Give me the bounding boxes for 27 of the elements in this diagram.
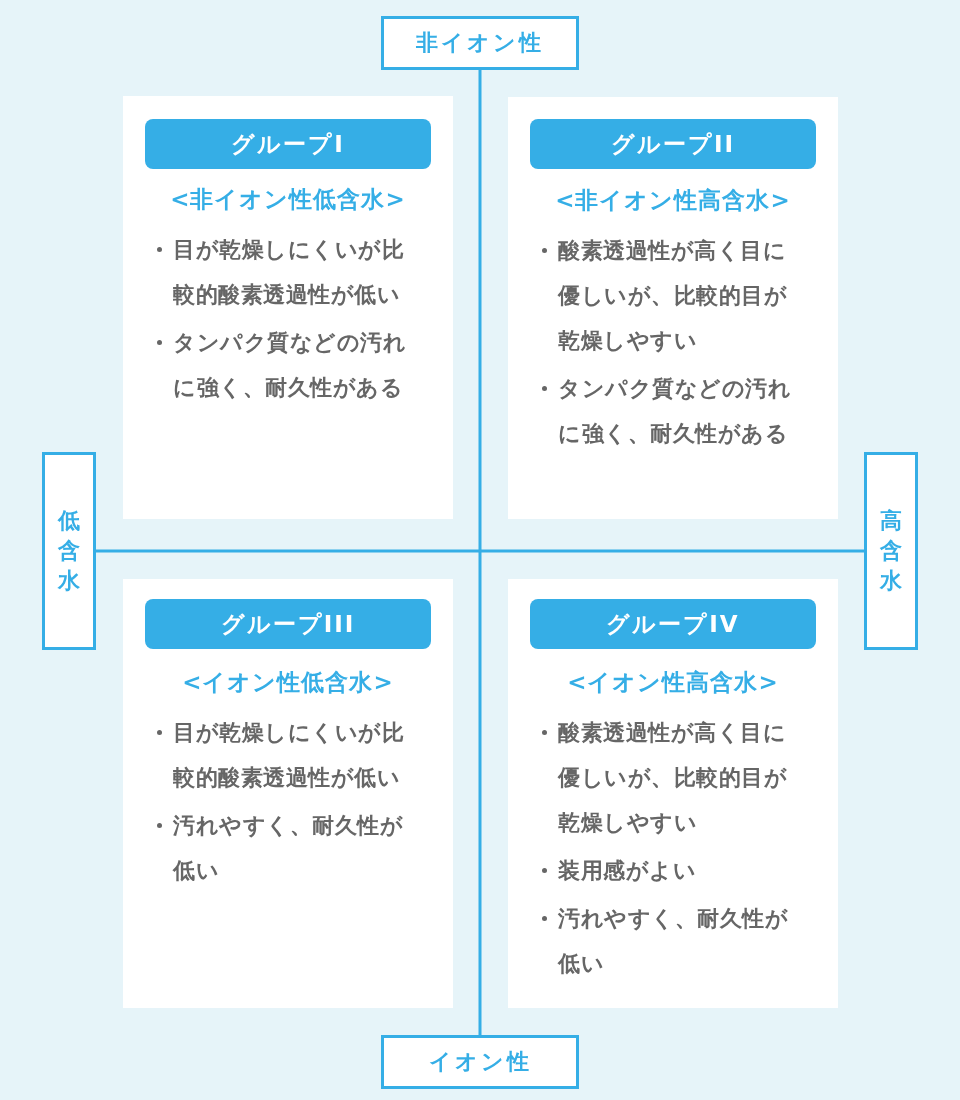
card-background <box>508 97 838 519</box>
card-background <box>508 579 838 1008</box>
group-label: グループIII <box>145 599 431 649</box>
bullet-item: タンパク質などの汚れに強く、耐久性がある <box>540 366 798 456</box>
group-label: グループI <box>145 119 431 169</box>
subtitle: <イオン性高含水> <box>566 668 780 697</box>
axis-label: 低含水 <box>42 452 96 650</box>
bullet-item: 汚れやすく、耐久性が低い <box>540 896 798 986</box>
subtitle: <イオン性低含水> <box>181 668 395 697</box>
bullet-item: 装用感がよい <box>540 848 798 893</box>
bullet-item: 目が乾燥しにくいが比較的酸素透過性が低い <box>155 710 413 800</box>
bullet-item: 酸素透過性が高く目に優しいが、比較的目が乾燥しやすい <box>540 228 798 363</box>
axis-line <box>96 549 864 553</box>
group-label: グループII <box>530 119 816 169</box>
card-background <box>123 96 453 519</box>
bullet-item: タンパク質などの汚れに強く、耐久性がある <box>155 320 413 410</box>
axis-label: イオン性 <box>381 1035 579 1089</box>
card-background <box>123 579 453 1008</box>
axis-line <box>478 70 482 1035</box>
bullet-item: 目が乾燥しにくいが比較的酸素透過性が低い <box>155 227 413 317</box>
axis-label: 高含水 <box>864 452 918 650</box>
subtitle: <非イオン性低含水> <box>169 185 407 214</box>
bullet-item: 酸素透過性が高く目に優しいが、比較的目が乾燥しやすい <box>540 710 798 845</box>
bullet-item: 汚れやすく、耐久性が低い <box>155 803 413 893</box>
subtitle: <非イオン性高含水> <box>554 186 792 215</box>
group-label: グループIV <box>530 599 816 649</box>
axis-label: 非イオン性 <box>381 16 579 70</box>
